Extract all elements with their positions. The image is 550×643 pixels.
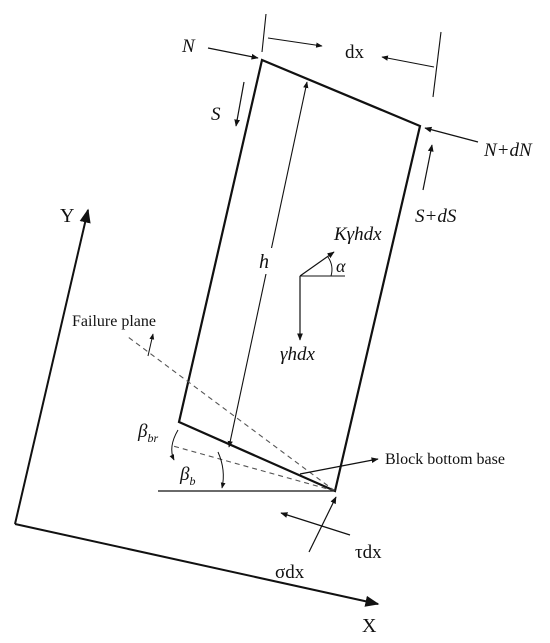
s-right-label: S+dS	[415, 206, 457, 227]
s-left-label: S	[211, 104, 221, 125]
h-label-gap	[256, 248, 276, 274]
normal-stress-arrow	[308, 496, 337, 553]
alpha-arc	[327, 256, 333, 277]
y-axis-label: Y	[60, 205, 74, 227]
beta-br-arc	[169, 429, 179, 461]
dx-tick-right	[432, 31, 442, 98]
coordinate-axes	[14, 208, 380, 607]
shear-stress-arrow	[280, 512, 351, 536]
x-axis	[14, 523, 380, 607]
beta-br-label: βbr	[137, 421, 158, 445]
dx-tick-left	[261, 13, 267, 53]
k-force-arrow	[299, 251, 335, 277]
dx-arrow-left	[267, 37, 323, 48]
bottom-base-extension	[172, 445, 336, 492]
x-axis-label: X	[362, 615, 377, 637]
dx-arrow-right	[381, 55, 435, 68]
y-axis	[14, 208, 91, 525]
dx-label: dx	[345, 42, 365, 63]
failure-plane-label: Failure plane	[72, 313, 156, 330]
n-left-arrow	[207, 47, 259, 60]
beta-b-arc	[217, 451, 226, 489]
alpha-label: α	[336, 256, 346, 276]
beta-b-label: βb	[179, 464, 195, 488]
s-left-arrow	[234, 81, 245, 127]
block-bottom-base-pointer	[299, 457, 379, 475]
s-right-arrow	[422, 144, 434, 191]
shear-stress-label: τdx	[355, 542, 382, 563]
k-force-label: Kγhdx	[333, 224, 382, 245]
failure-plane-pointer	[147, 333, 155, 357]
n-right-arrow	[424, 126, 479, 143]
n-left-label: N	[181, 36, 196, 57]
dx-dimension	[261, 13, 442, 98]
n-right-label: N+dN	[483, 140, 533, 161]
h-label: h	[259, 251, 269, 273]
normal-stress-label: σdx	[275, 562, 305, 583]
block-bottom-base-label: Block bottom base	[385, 451, 505, 468]
weight-label: γhdx	[280, 344, 315, 365]
